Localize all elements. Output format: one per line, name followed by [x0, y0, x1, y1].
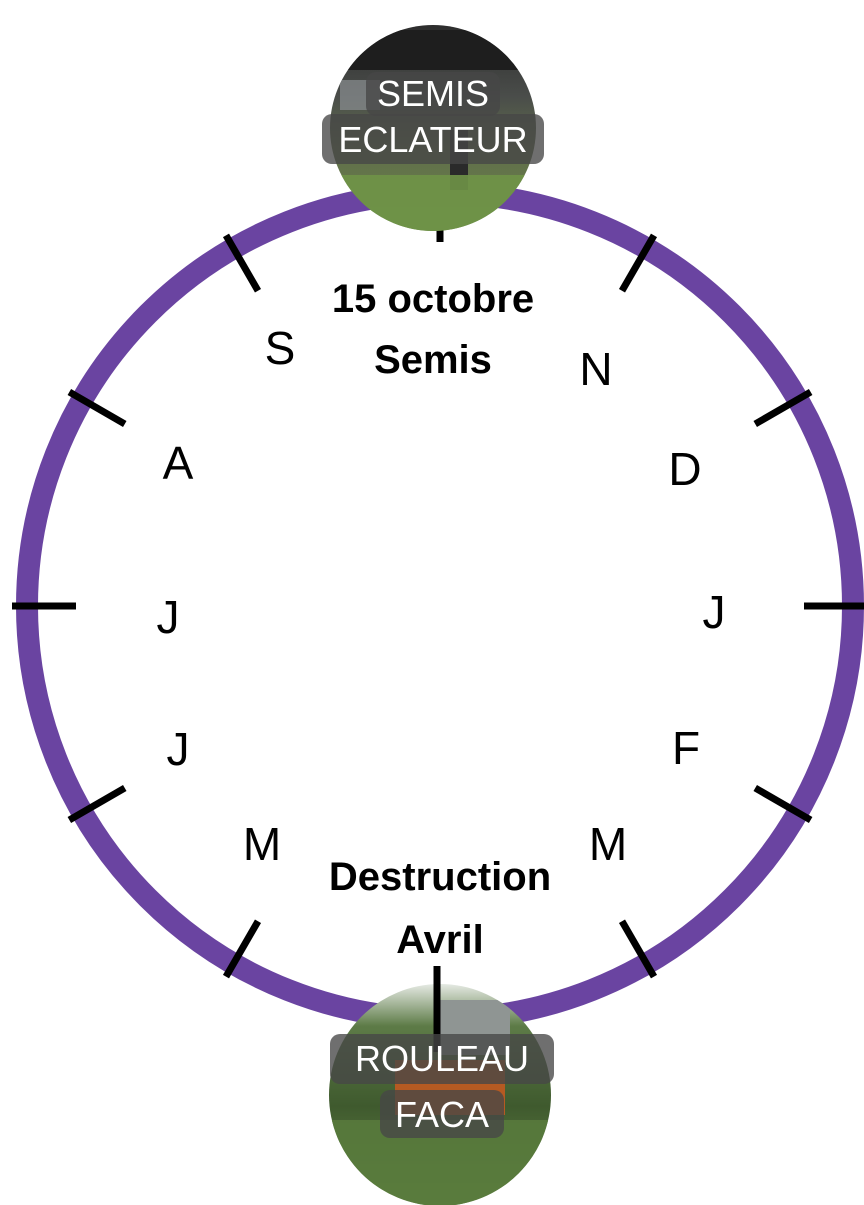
month-label: J — [167, 723, 190, 775]
roller-badge-line1: ROULEAU — [355, 1038, 529, 1079]
month-label: M — [243, 818, 281, 870]
destruction-month-label: Avril — [396, 918, 483, 962]
month-label: J — [157, 591, 180, 643]
month-label: N — [579, 343, 612, 395]
sowing-date-label: 15 octobre — [332, 277, 534, 321]
month-label: M — [589, 818, 627, 870]
month-label: S — [265, 322, 296, 374]
destruction-label: Destruction — [329, 855, 551, 899]
month-label: D — [668, 443, 701, 495]
sowing-label: Semis — [374, 338, 492, 382]
month-label: F — [672, 722, 700, 774]
roller-badge-line2: FACA — [395, 1094, 489, 1135]
seeder-badge-line2: ECLATEUR — [338, 119, 527, 160]
month-label: A — [163, 437, 194, 489]
month-label: J — [703, 586, 726, 638]
seeder-badge-line1: SEMIS — [377, 73, 489, 114]
